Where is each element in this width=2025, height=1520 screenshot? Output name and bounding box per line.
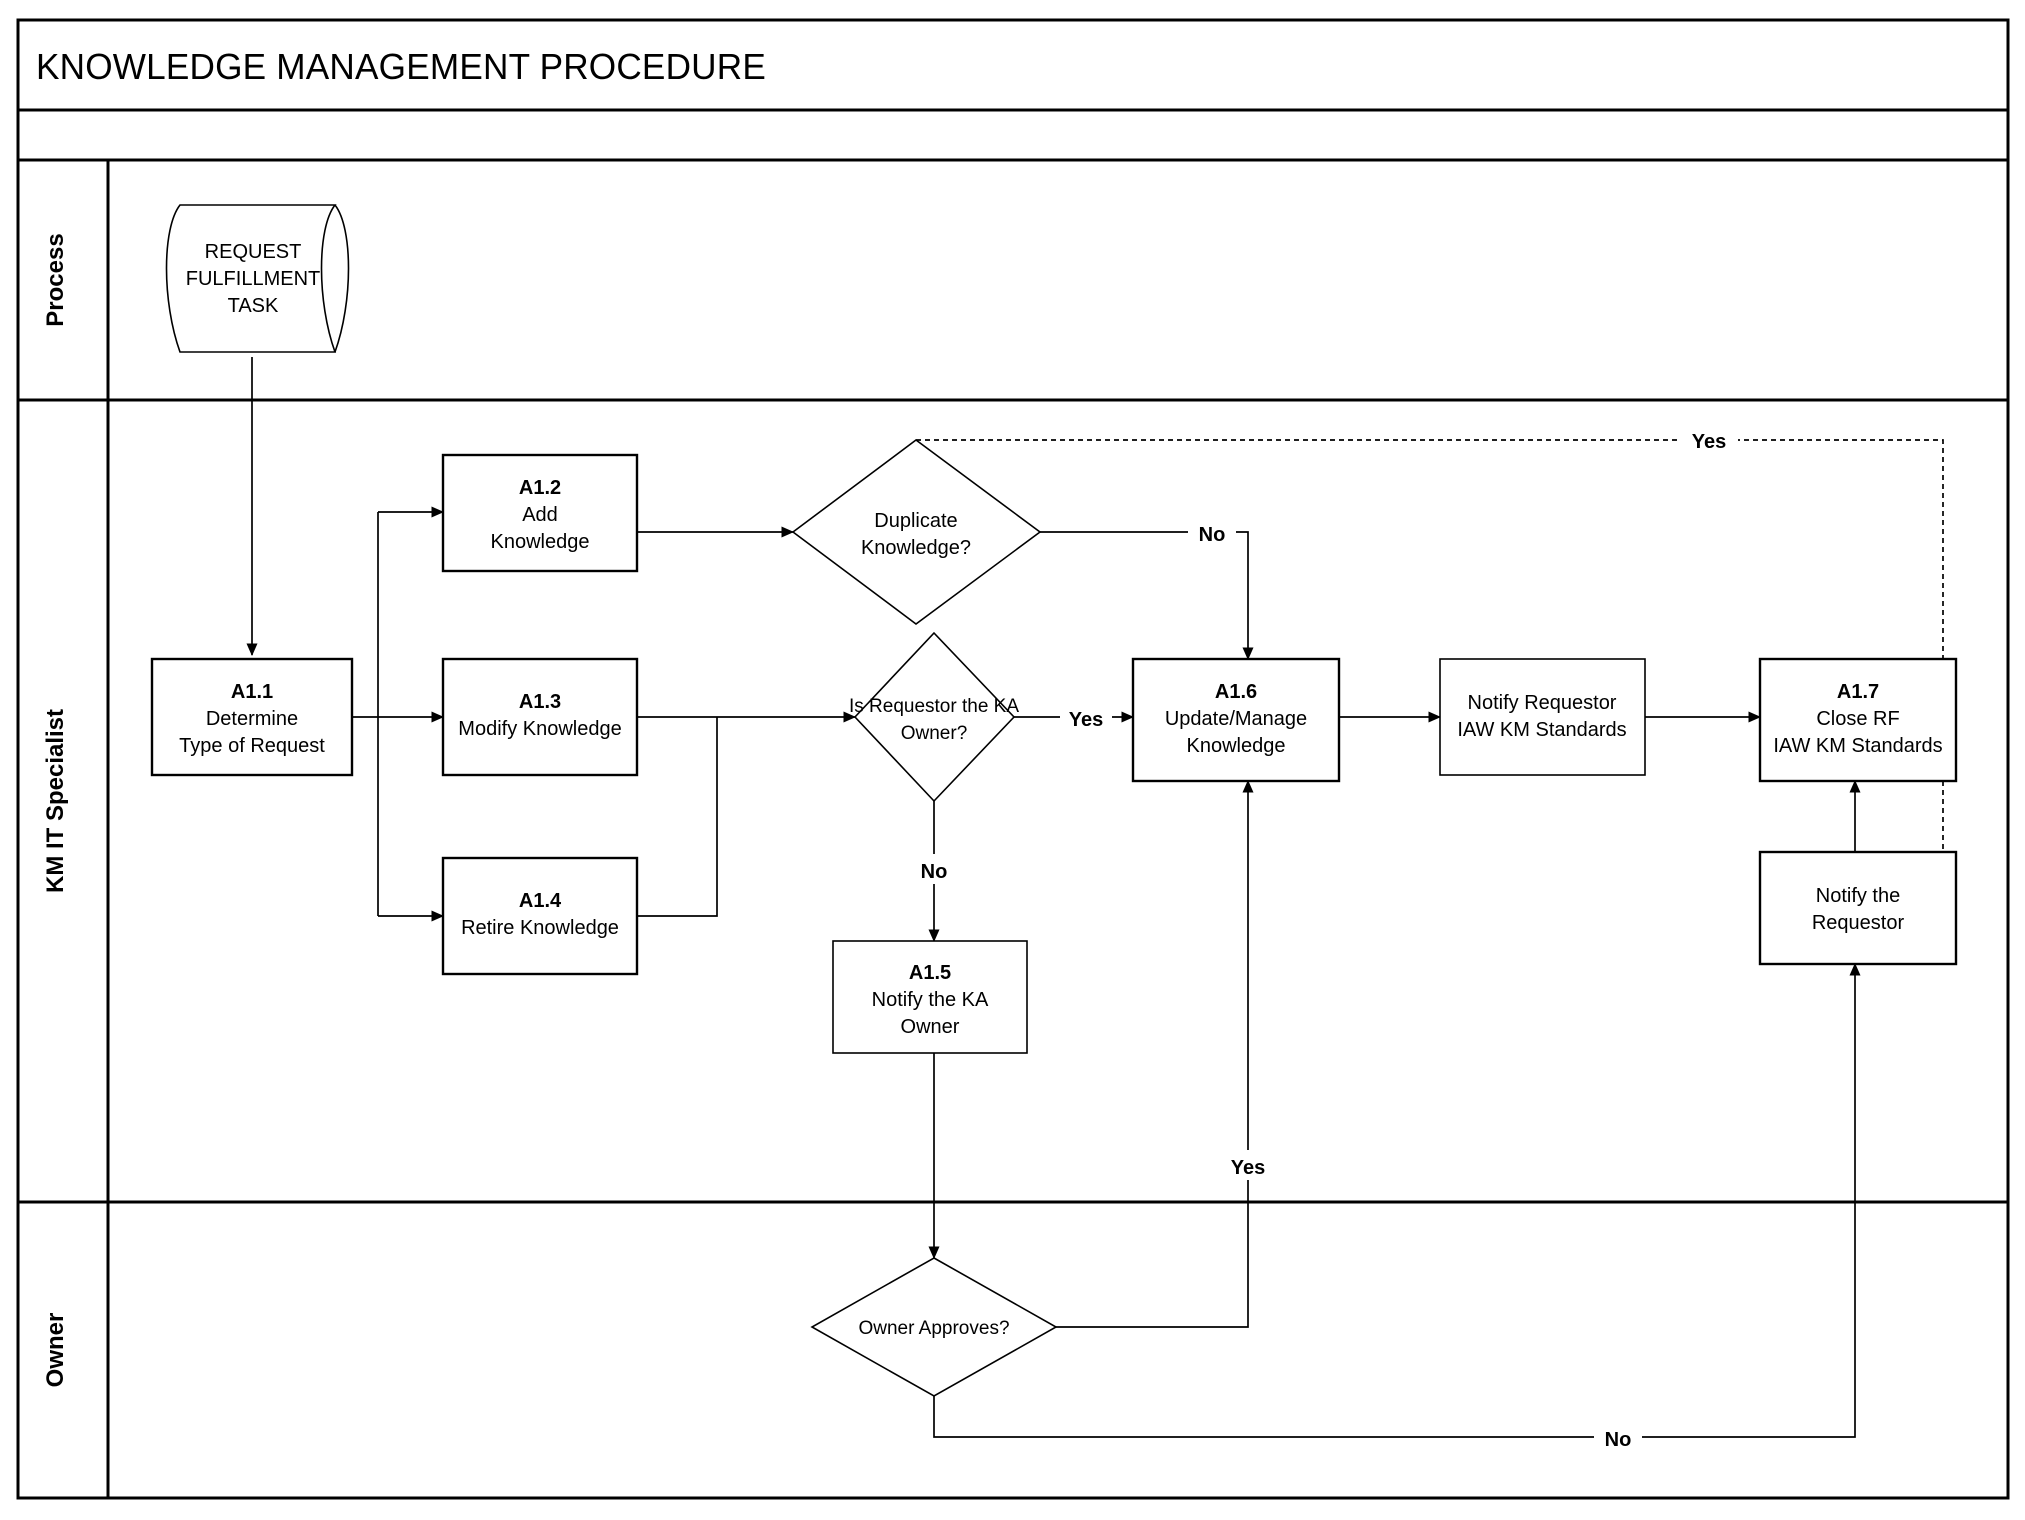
edge-label-duplicate-no: No — [1199, 524, 1226, 546]
node-decision-is-requestor-ka-owner[interactable]: Is Requestor the KA Owner? — [849, 631, 1019, 803]
a16-id: A1.6 — [1215, 681, 1257, 703]
duplicate-line2: Knowledge? — [861, 537, 971, 559]
notify2-line2: Requestor — [1812, 912, 1905, 934]
node-a12-add-knowledge[interactable]: A1.2 Add Knowledge — [441, 453, 639, 573]
start-line1: REQUEST — [205, 241, 302, 263]
node-a14-retire-knowledge[interactable]: A1.4 Retire Knowledge — [441, 856, 639, 976]
node-decision-owner-approves[interactable]: Owner Approves? — [810, 1257, 1058, 1397]
approve-line1: Owner Approves? — [858, 1318, 1009, 1339]
edge-label-approve-yes: Yes — [1231, 1157, 1265, 1179]
edge-label-ka-yes: Yes — [1069, 709, 1103, 731]
edge-labels: Yes No Yes No Yes No — [910, 424, 1738, 1452]
a11-line1: Determine — [206, 708, 298, 730]
lane-label-owner: Owner — [42, 1313, 69, 1388]
edge-approve-no-to-notify2 — [933, 962, 1861, 1438]
edge-label-approve-no: No — [1605, 1429, 1632, 1451]
a12-id: A1.2 — [519, 477, 561, 499]
notify1-line2: IAW KM Standards — [1457, 719, 1626, 741]
a12-line2: Knowledge — [491, 531, 590, 553]
a14-id: A1.4 — [519, 890, 562, 912]
lane-label-process: Process — [42, 233, 69, 326]
notify1-line1: Notify Requestor — [1468, 692, 1617, 714]
edge-a14-to-ka-owner — [637, 717, 718, 917]
a11-line2: Type of Request — [179, 735, 325, 757]
a16-line1: Update/Manage — [1165, 708, 1307, 730]
start-line2: FULFILLMENT — [186, 268, 320, 290]
node-a15-notify-ka-owner[interactable]: A1.5 Notify the KA Owner — [832, 940, 1028, 1054]
node-a16-update-manage-knowledge[interactable]: A1.6 Update/Manage Knowledge — [1131, 657, 1341, 783]
a11-id: A1.1 — [231, 681, 273, 703]
ka-line2: Owner? — [901, 723, 968, 744]
edge-label-ka-no: No — [921, 861, 948, 883]
a17-id: A1.7 — [1837, 681, 1879, 703]
a15-line1: Notify the KA — [872, 989, 989, 1011]
node-a11-determine-type-of-request[interactable]: A1.1 Determine Type of Request — [150, 657, 354, 777]
a16-line2: Knowledge — [1187, 735, 1286, 757]
page-title: KNOWLEDGE MANAGEMENT PROCEDURE — [36, 46, 766, 87]
notify2-line1: Notify the — [1816, 885, 1900, 907]
a12-line1: Add — [522, 504, 558, 526]
node-a13-modify-knowledge[interactable]: A1.3 Modify Knowledge — [441, 657, 639, 777]
node-decision-duplicate-knowledge[interactable]: Duplicate Knowledge? — [791, 439, 1042, 625]
start-line3: TASK — [228, 295, 279, 317]
node-request-fulfillment-task[interactable]: REQUEST FULFILLMENT TASK — [165, 204, 350, 353]
a13-id: A1.3 — [519, 691, 561, 713]
node-a17-close-rf[interactable]: A1.7 Close RF IAW KM Standards — [1758, 657, 1958, 783]
lane-label-km-it-specialist: KM IT Specialist — [42, 709, 69, 893]
edge-label-duplicate-yes: Yes — [1692, 431, 1726, 453]
edge-duplicate-no-to-a16 — [1040, 531, 1254, 661]
a15-line2: Owner — [901, 1016, 960, 1038]
ka-line1: Is Requestor the KA — [849, 696, 1019, 717]
a17-line1: Close RF — [1816, 708, 1899, 730]
swimlane-grid — [16, 18, 2010, 1500]
node-notify-the-requestor[interactable]: Notify the Requestor — [1758, 850, 1958, 966]
duplicate-line1: Duplicate — [874, 510, 957, 532]
edge-approve-yes-to-a16 — [1056, 779, 1254, 1328]
a17-line2: IAW KM Standards — [1773, 735, 1942, 757]
node-notify-requestor-iaw-km-standards[interactable]: Notify Requestor IAW KM Standards — [1439, 658, 1646, 776]
a15-id: A1.5 — [909, 962, 951, 984]
a13-line1: Modify Knowledge — [458, 718, 621, 740]
a14-line1: Retire Knowledge — [461, 917, 619, 939]
